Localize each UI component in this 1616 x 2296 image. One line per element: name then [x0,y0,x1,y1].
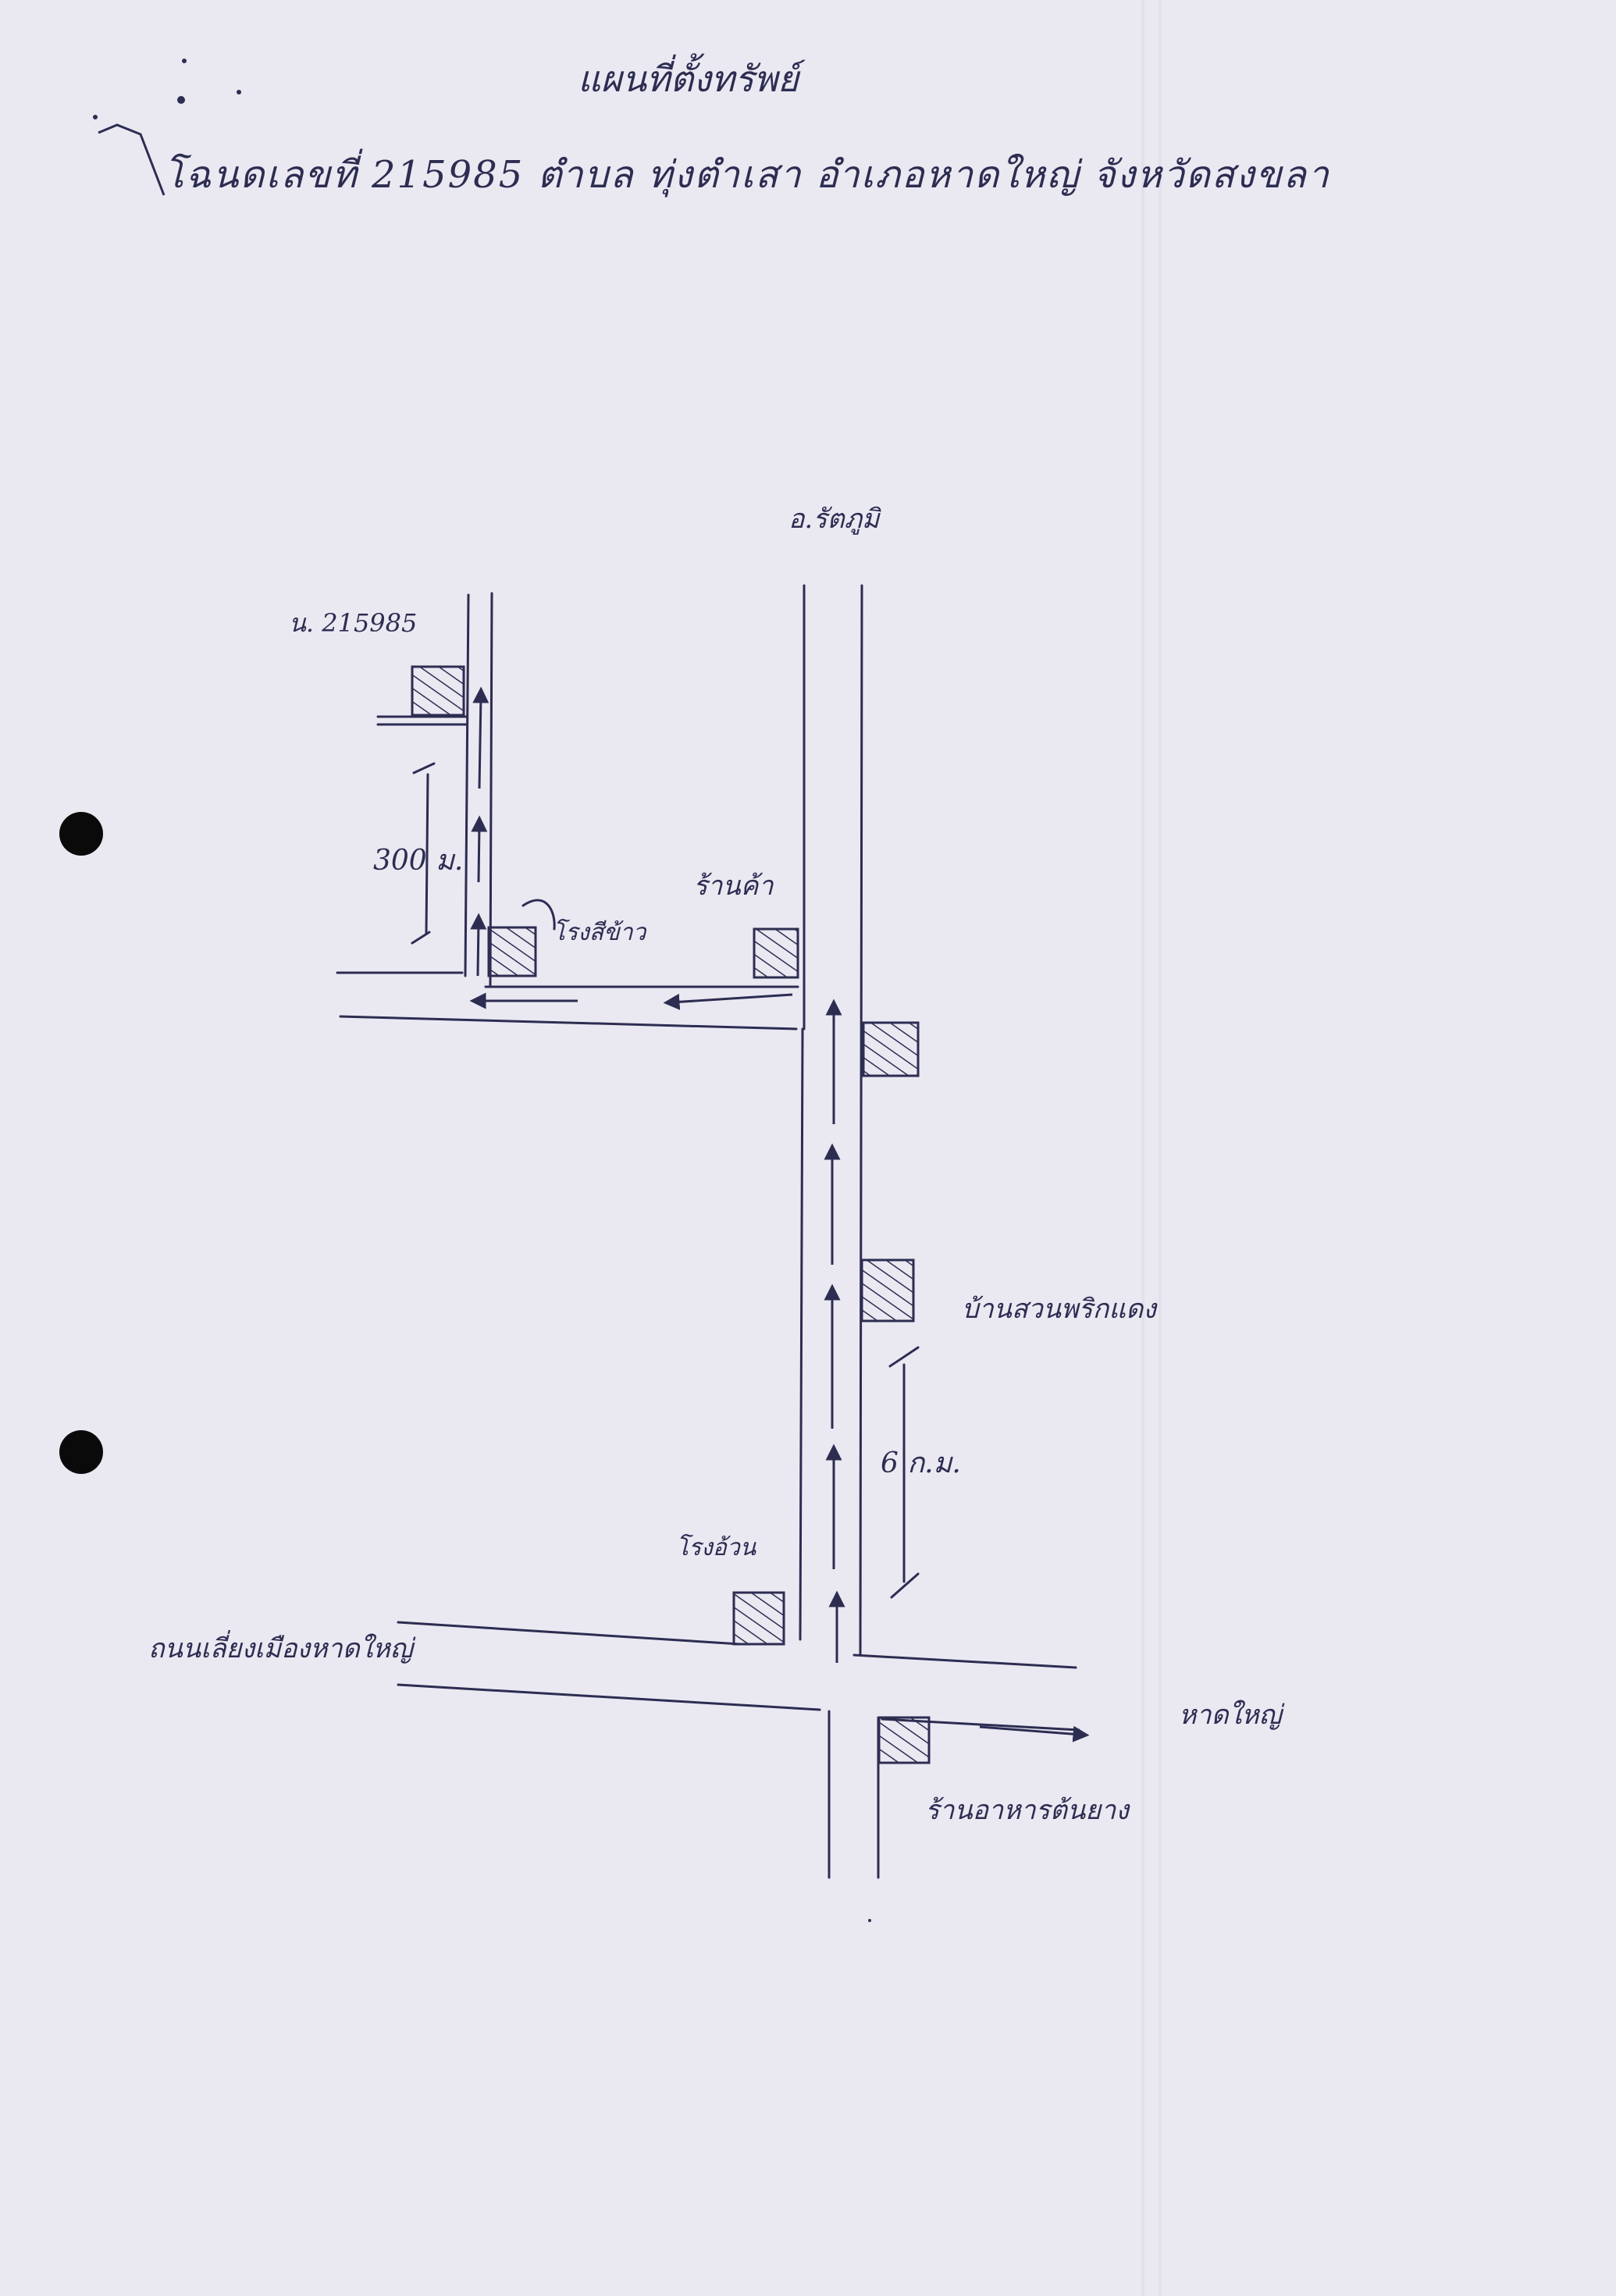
highway-north-edge-east [852,1653,1077,1669]
document-title: แผนที่ตั้งทรัพย์ [578,58,799,100]
branch-road-bottom-edge [339,1015,798,1031]
route-arrow [663,993,793,1010]
ink-speck [237,90,241,94]
pen-specks [93,59,871,1922]
roads [336,584,1080,1879]
label-north-destination: อ.รัตภูมิ [788,504,880,535]
label-parcel: น. 215985 [289,608,418,638]
binder-punch-hole [59,1430,103,1474]
shop-building [753,927,799,979]
house-building [860,1258,915,1322]
ink-speck [868,1919,871,1922]
label-distance-6km: 6 ก.ม. [881,1447,961,1479]
highway-north-edge [397,1621,742,1646]
binder-punch-hole [59,812,103,856]
label-shop: ร้านค้า [693,870,774,902]
route-arrow [470,913,487,977]
lane-east-edge [489,592,493,987]
restaurant-building [877,1716,931,1764]
label-distance-300m: 300 ม. [373,845,464,877]
parcel-building [411,665,465,717]
title-flourish [98,123,166,196]
label-house: บ้านสวนพริกแดง [962,1294,1156,1325]
ink-speck [182,59,187,63]
main-road-east-edge [859,584,863,1657]
label-restaurant: ร้านอาหารต้นยาง [925,1795,1129,1826]
distance-bracket-300m [425,773,429,935]
label-east-destination: หาดใหญ่ [1179,1700,1282,1731]
distance-brackets [411,762,920,1599]
route-arrow [979,1725,1090,1742]
ink-speck [177,96,185,104]
east-building [862,1021,920,1077]
route-arrows [469,686,1090,1742]
buildings [411,665,931,1764]
paper-fold-line [1159,0,1162,2296]
lane-west-edge [464,593,470,977]
rice-mill-building [487,926,537,977]
label-station: โรงอ้วน [676,1534,756,1561]
mill-leader [521,899,556,931]
ink-speck [93,115,98,119]
highway-south-edge [397,1683,821,1711]
station-building [732,1591,785,1646]
label-rice-mill: โรงสีข้าว [553,919,646,946]
main-road-west-edge-lower [799,1027,804,1641]
route-arrow [472,686,489,789]
paper-fold-line [1141,0,1144,2296]
document-subtitle: โฉนดเลขที่ 215985 ตำบล ทุ่งตำเสา อำเภอหา… [164,153,1330,197]
label-west-road: ถนนเลี่ยงเมืองหาดใหญ่ [148,1633,413,1664]
